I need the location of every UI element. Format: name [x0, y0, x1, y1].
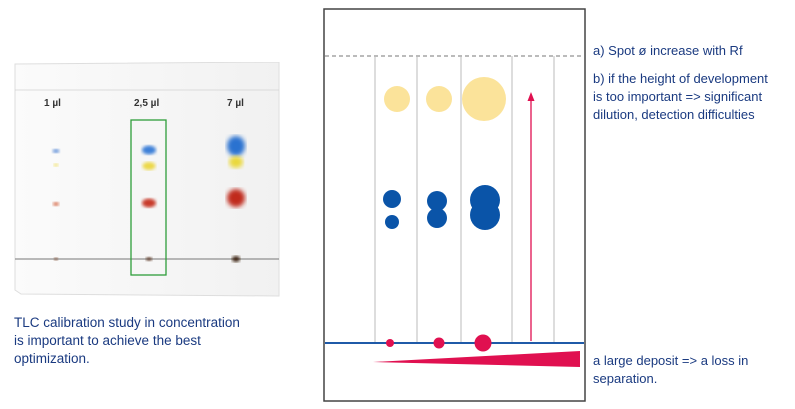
caption-line-3: optimization. [14, 351, 90, 366]
blue-spot-small-bottom [385, 215, 399, 229]
deposit-large [474, 334, 492, 352]
lane-label-1: 1 µl [44, 98, 61, 109]
tlc-plate-photo: 1 µl 2,5 µl 7 µl [13, 61, 283, 298]
note-deposit-line-1: a large deposit => a loss in [593, 353, 749, 368]
caption-line-2: is important to achieve the best [14, 333, 201, 348]
yellow-spot-medium [426, 86, 452, 112]
calibration-caption: TLC calibration study in concentration i… [14, 314, 284, 368]
deposit-wedge [373, 351, 580, 367]
tlc-schematic-svg [323, 8, 586, 402]
blue-spot-medium-bottom [427, 208, 447, 228]
arrow-head [527, 92, 535, 101]
plate-outline [323, 8, 586, 402]
blue-spot-small-top [383, 190, 401, 208]
note-b: b) if the height of development is too i… [593, 70, 793, 124]
lane-label-3: 7 µl [227, 98, 244, 109]
lane-highlight-box [130, 119, 167, 276]
caption-line-1: TLC calibration study in concentration [14, 315, 240, 330]
note-b-line-2: is too important => significant [593, 89, 763, 104]
blue-spot-medium-top [427, 191, 447, 211]
note-a: a) Spot ø increase with Rf [593, 43, 743, 58]
note-deposit: a large deposit => a loss in separation. [593, 352, 793, 388]
blue-spot-large-bottom [470, 200, 500, 230]
yellow-spot-small [384, 86, 410, 112]
lane-label-2: 2,5 µl [134, 98, 160, 109]
deposit-medium [433, 337, 445, 349]
note-b-line-3: dilution, detection difficulties [593, 107, 755, 122]
tlc-plate-illustration [14, 61, 280, 297]
note-deposit-line-2: separation. [593, 371, 658, 386]
deposit-small [386, 339, 394, 347]
tlc-schematic [323, 8, 586, 402]
note-b-line-1: b) if the height of development [593, 71, 768, 86]
yellow-spot-large [462, 77, 506, 121]
